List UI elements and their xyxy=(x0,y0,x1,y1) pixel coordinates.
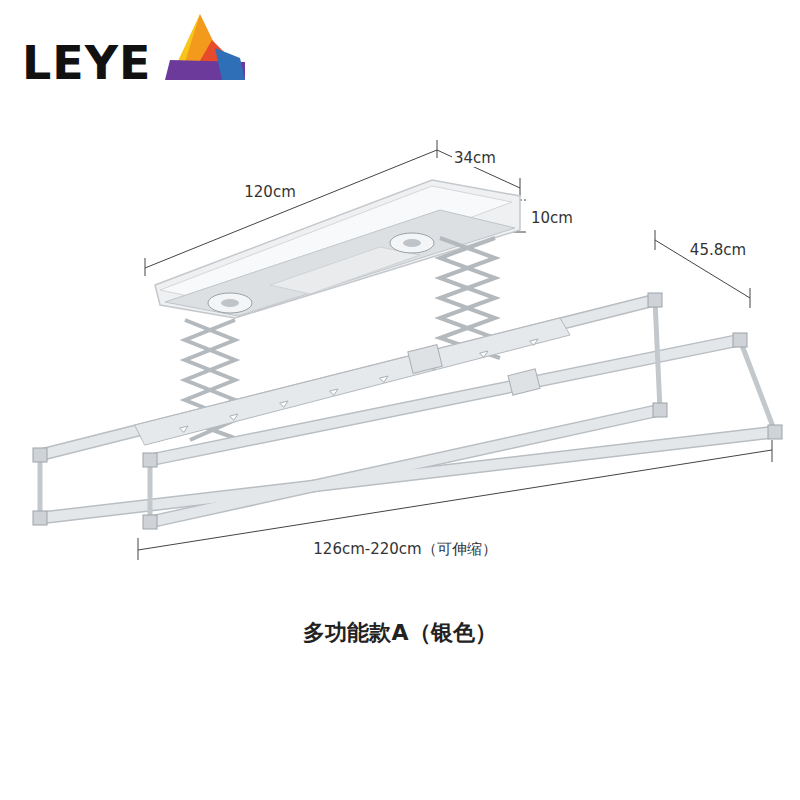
dimension-label: 10cm xyxy=(529,209,575,227)
dimension-label: 126cm-220cm（可伸缩） xyxy=(311,540,498,558)
logo-icon xyxy=(165,14,245,80)
caption: 多功能款A（银色） xyxy=(301,620,498,646)
dimension-label: 120cm xyxy=(242,183,298,201)
brand-logo: LEYE xyxy=(20,36,153,91)
dimension-label: 34cm xyxy=(452,149,498,167)
dimension-label: 45.8cm xyxy=(688,241,748,259)
drying-rods xyxy=(33,293,782,529)
